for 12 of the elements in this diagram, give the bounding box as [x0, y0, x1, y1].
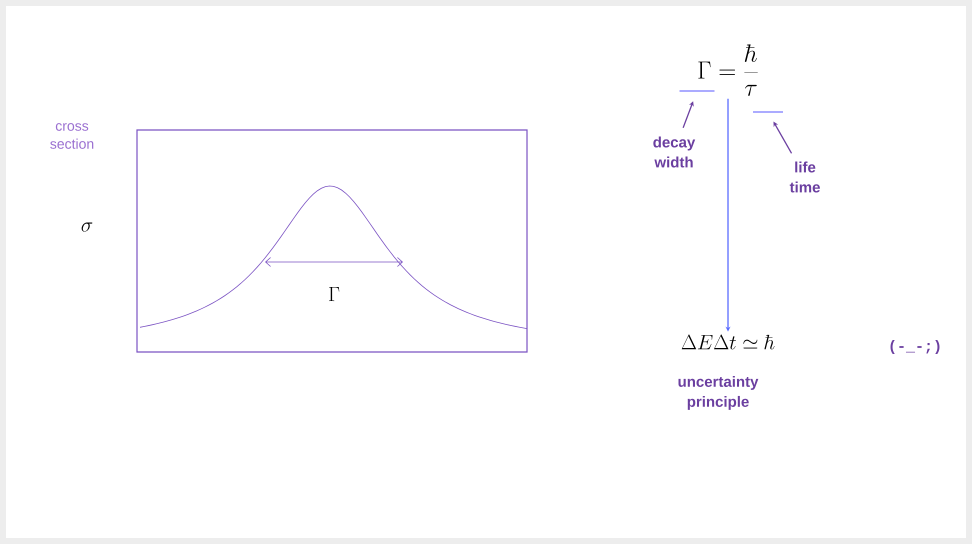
leader-line [773, 122, 792, 154]
underline-bar [680, 90, 714, 92]
emoticon: (-_-;) [890, 340, 940, 354]
axis-symbol: $\sigma$ [82, 222, 92, 232]
width-symbol: $\Gamma$ [329, 286, 340, 302]
equation: $\Gamma = \frac{\hbar}{\tau}$ [698, 44, 758, 96]
equation: $\Delta E \Delta t \simeq \hbar$ [682, 334, 774, 350]
underline-bar [753, 111, 783, 113]
annotation-text: decay width [653, 136, 696, 168]
node-label: uncertainty principle [678, 376, 758, 410]
axis-label: cross section [50, 123, 94, 149]
annotation-text: life time [790, 162, 820, 192]
